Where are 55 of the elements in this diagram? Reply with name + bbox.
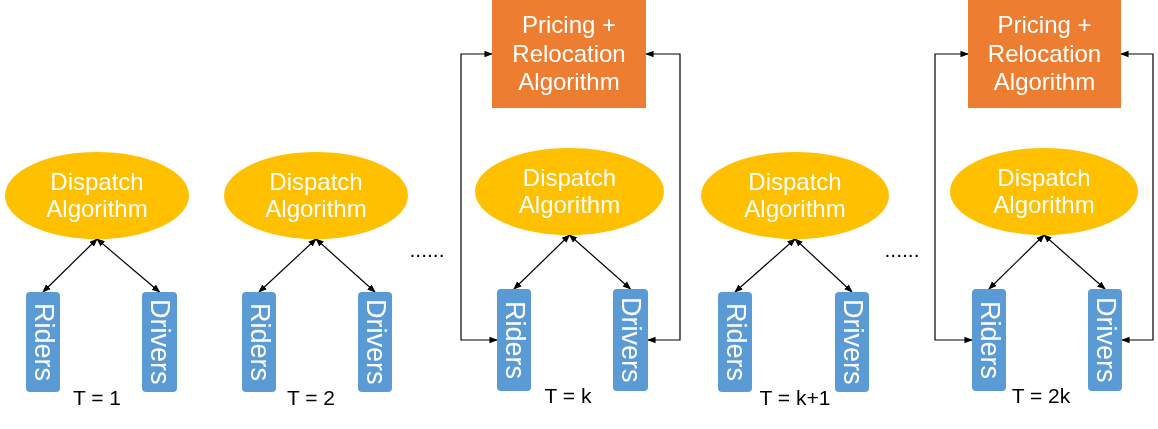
arrow bbox=[988, 234, 1045, 290]
arrow bbox=[42, 238, 98, 293]
node-label: Dispatch Algorithm bbox=[264, 168, 368, 223]
node-label: Riders bbox=[975, 301, 1003, 379]
ellipsis-text: ...... bbox=[884, 238, 920, 262]
node-label: Dispatch Algorithm bbox=[743, 168, 847, 223]
process-box bbox=[613, 289, 648, 391]
process-ellipse bbox=[5, 152, 189, 239]
process-box bbox=[497, 289, 531, 391]
node-label: Drivers bbox=[1091, 297, 1119, 383]
node-label: Drivers bbox=[146, 299, 173, 385]
arrow bbox=[568, 234, 632, 290]
process-box bbox=[142, 292, 177, 392]
process-ellipse bbox=[475, 148, 664, 235]
process-box bbox=[835, 292, 869, 392]
ellipsis-text: ...... bbox=[409, 238, 445, 262]
process-ellipse bbox=[701, 152, 889, 239]
process-box bbox=[1088, 289, 1122, 391]
node-label: Riders bbox=[245, 303, 273, 381]
arrow bbox=[734, 238, 796, 293]
node-label: Riders bbox=[29, 303, 57, 381]
node-label: Drivers bbox=[838, 299, 866, 385]
node-label: Drivers bbox=[617, 297, 644, 383]
node-label: Pricing + Relocation Algorithm bbox=[511, 10, 627, 98]
node-label: Pricing + Relocation Algorithm bbox=[986, 10, 1103, 98]
arrow bbox=[513, 234, 571, 290]
node-label: Drivers bbox=[361, 299, 389, 385]
node-label: Riders bbox=[721, 303, 749, 381]
arrow bbox=[460, 50, 498, 344]
process-box bbox=[26, 292, 60, 392]
node-label: Riders bbox=[500, 301, 528, 379]
arrow bbox=[1120, 50, 1154, 344]
process-ellipse bbox=[224, 152, 408, 239]
arrow bbox=[315, 238, 376, 293]
process-box bbox=[972, 289, 1006, 391]
time-step-label: T = k bbox=[544, 384, 592, 408]
process-ellipse bbox=[950, 148, 1138, 235]
time-step-label: T = k+1 bbox=[759, 386, 831, 410]
time-step-label: T = 1 bbox=[72, 386, 122, 410]
process-box bbox=[242, 292, 276, 392]
node-label: Dispatch Algorithm bbox=[992, 164, 1096, 219]
time-step-label: T = 2k bbox=[1011, 384, 1071, 408]
node-label: Dispatch Algorithm bbox=[517, 164, 622, 219]
arrow bbox=[645, 50, 681, 344]
arrow bbox=[96, 238, 161, 293]
process-box bbox=[968, 0, 1121, 108]
arrow bbox=[794, 238, 853, 293]
time-step-label: T = 2 bbox=[286, 386, 336, 410]
arrow bbox=[258, 238, 317, 293]
process-box bbox=[718, 292, 752, 392]
arrow bbox=[1043, 234, 1106, 290]
node-label: Dispatch Algorithm bbox=[45, 168, 149, 223]
process-box bbox=[492, 0, 646, 108]
arrow bbox=[934, 50, 973, 344]
process-box bbox=[358, 292, 392, 392]
